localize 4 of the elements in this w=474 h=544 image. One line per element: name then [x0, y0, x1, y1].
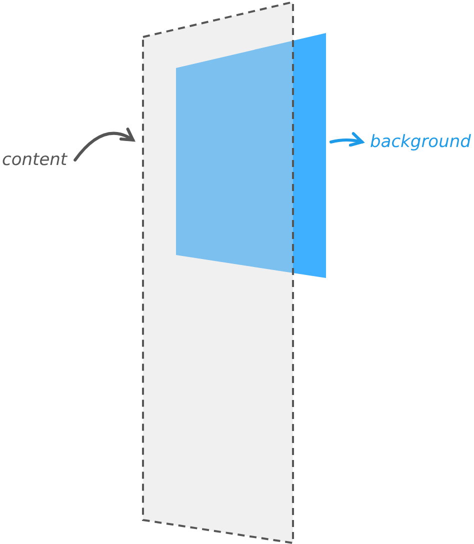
arrow	[330, 132, 364, 147]
arrow	[74, 128, 134, 162]
layer-label: background	[370, 132, 471, 152]
layer-label: content	[2, 150, 68, 170]
